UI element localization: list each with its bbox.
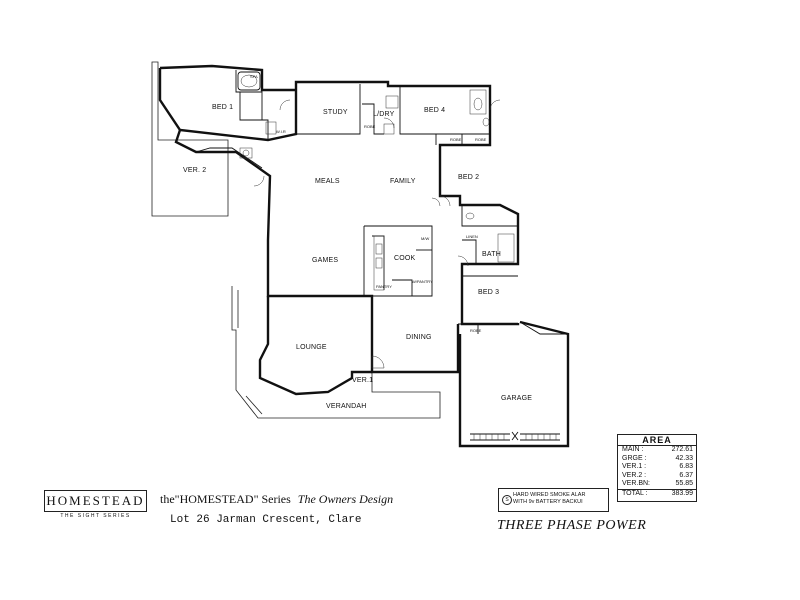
series-prefix: the	[160, 492, 175, 506]
label-bath: BATH	[482, 251, 501, 258]
label-games: GAMES	[312, 257, 338, 264]
label-study: STUDY	[323, 109, 348, 116]
area-row-total: TOTAL : 383.99	[618, 488, 696, 499]
area-row-verbn: VER.BN: 55.85	[618, 480, 696, 489]
label-family: FAMILY	[390, 178, 416, 185]
label-robe-4: ROBE	[470, 328, 482, 333]
logo-box: HOMESTEAD	[44, 490, 147, 512]
verandah-outline	[151, 61, 441, 419]
area-total-label: TOTAL :	[622, 489, 648, 497]
label-bed2: BED 2	[458, 174, 479, 181]
label-linen: LINEN	[466, 234, 478, 239]
series-title: the"HOMESTEAD" Series The Owners Design	[160, 492, 393, 507]
door-swings	[253, 99, 501, 369]
area-total-value: 383.99	[671, 489, 693, 497]
logo-tagline: THE SIGHT SERIES	[60, 513, 131, 519]
label-spa: SPA	[250, 74, 258, 79]
logo-text: HOMESTEAD	[46, 493, 145, 508]
homestead-logo: HOMESTEAD THE SIGHT SERIES	[44, 490, 147, 524]
area-label: VER.1 :	[622, 463, 647, 471]
area-value: 272.61	[671, 446, 693, 453]
label-robe-2: ROBE	[475, 137, 487, 142]
area-value: 6.37	[679, 471, 693, 479]
garage-walls	[458, 320, 570, 448]
label-ver2: VER. 2	[183, 167, 206, 174]
area-label: MAIN :	[622, 446, 644, 453]
label-pantry: PANTRY	[376, 284, 392, 289]
area-value: 6.83	[679, 463, 693, 471]
label-bed1: BED 1	[212, 104, 233, 111]
area-value: 55.85	[675, 480, 693, 488]
fixtures	[237, 71, 515, 291]
smoke-note-line-1: HARD WIRED SMOKE ALAR	[513, 492, 586, 498]
area-row-main: MAIN : 272.61	[618, 446, 696, 455]
label-cook: COOK	[394, 255, 416, 262]
area-row-garage: GRGE : 42.33	[618, 455, 696, 464]
area-label: VER.BN:	[622, 480, 651, 488]
interior-walls	[195, 70, 518, 334]
label-robe-3: ROBE	[364, 124, 376, 129]
area-label: GRGE :	[622, 454, 647, 462]
fixture-labels: ROBE ROBE LINEN PANTRY M/W W/PANTRY ROBE…	[364, 124, 487, 333]
area-row-ver2: VER.2 : 6.37	[618, 472, 696, 481]
area-title: AREA	[618, 435, 696, 446]
label-meals: MEALS	[315, 178, 340, 185]
smoke-alarm-note: S HARD WIRED SMOKE ALAR WITH 9v BATTERY …	[498, 488, 609, 512]
label-wir: W.I.R	[276, 129, 286, 134]
design-name: The Owners Design	[297, 492, 394, 506]
smoke-note-line-2: WITH 9v BATTERY BACKUI	[513, 499, 583, 505]
label-bed4: BED 4	[424, 107, 445, 114]
label-walk-in: W/PANTRY	[412, 279, 433, 284]
label-lounge: LOUNGE	[296, 344, 327, 351]
label-ver1: VER.1	[352, 377, 373, 384]
smoke-alarm-icon: S	[502, 495, 512, 505]
series-word: Series	[261, 492, 291, 506]
label-mw: M/W	[421, 236, 429, 241]
label-bed3: BED 3	[478, 289, 499, 296]
room-labels: BED 1 SPA W.I.R VER. 2 STUDY L/DRY BED 4…	[183, 74, 532, 410]
series-name: "HOMESTEAD"	[174, 492, 259, 506]
three-phase-power: THREE PHASE POWER	[497, 518, 647, 533]
area-label: VER.2 :	[622, 471, 647, 479]
label-dining: DINING	[406, 334, 432, 341]
area-row-ver1: VER.1 : 6.83	[618, 463, 696, 472]
area-value: 42.33	[675, 454, 693, 462]
label-ldry: L/DRY	[373, 111, 395, 118]
lot-address: Lot 26 Jarman Crescent, Clare	[170, 514, 362, 526]
label-garage: GARAGE	[501, 395, 532, 402]
label-verandah: VERANDAH	[326, 403, 367, 410]
label-robe-1: ROBE	[450, 137, 462, 142]
area-table: AREA MAIN : 272.61 GRGE : 42.33 VER.1 : …	[617, 434, 697, 502]
